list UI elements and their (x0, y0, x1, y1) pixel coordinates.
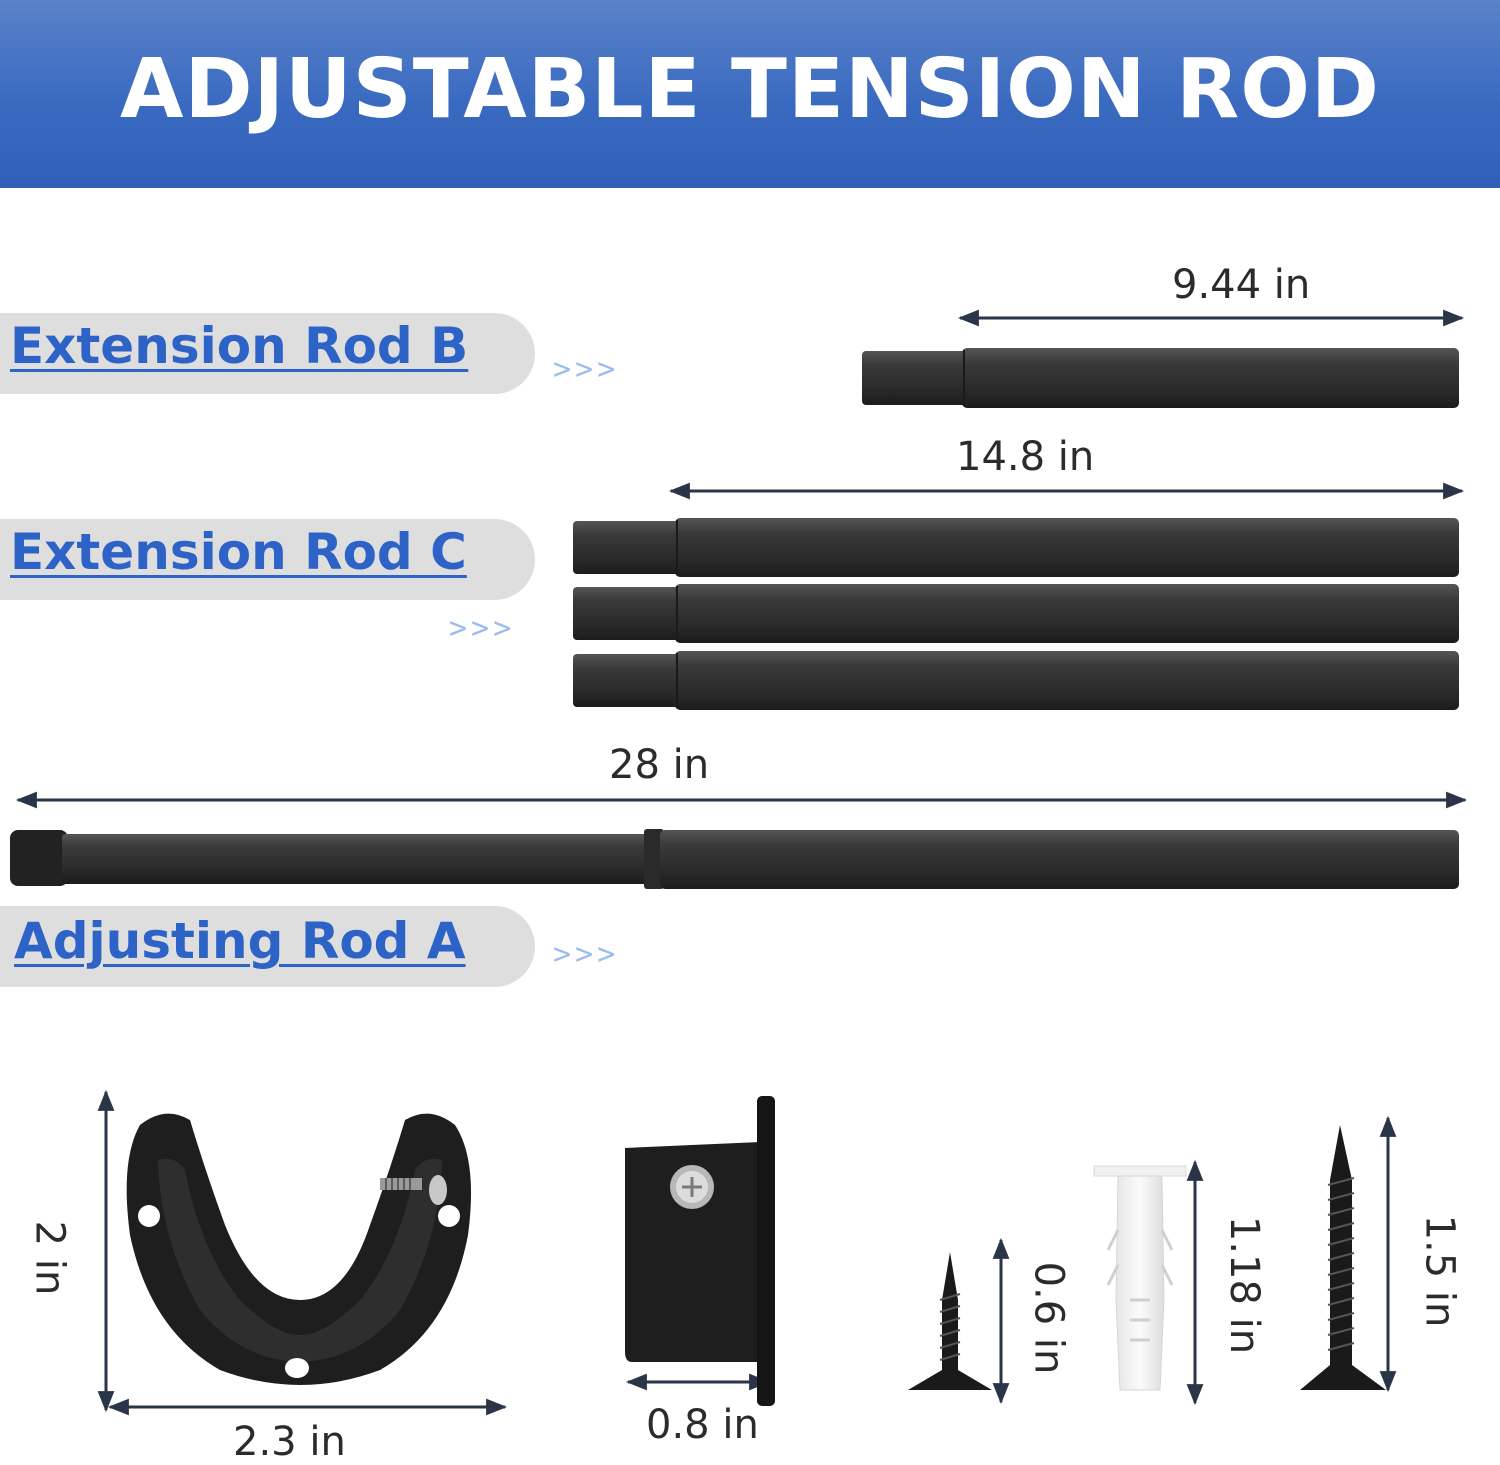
side-bracket (625, 1096, 775, 1406)
bracket-width-label: 2.3 in (233, 1419, 346, 1465)
large-screw-icon (1300, 1125, 1386, 1390)
page-title: ADJUSTABLE TENSION ROD (120, 42, 1380, 137)
side-bracket-depth-label: 0.8 in (646, 1402, 759, 1448)
title-banner: ADJUSTABLE TENSION ROD (0, 0, 1500, 188)
wall-anchor-icon (1093, 1165, 1187, 1391)
rod-a-label: Adjusting Rod A (14, 912, 466, 970)
small-screw-icon (908, 1252, 992, 1390)
label-pill-rod-c: Extension Rod C (0, 519, 535, 600)
rod-b-length-label: 9.44 in (1172, 262, 1311, 308)
chevron-arrows-icon: >>> (449, 611, 516, 646)
chevron-arrows-icon: >>> (553, 937, 620, 972)
u-bracket (126, 1113, 472, 1385)
rod-c-length-label: 14.8 in (956, 434, 1095, 480)
rod-a-length-label: 28 in (609, 742, 710, 788)
extension-rod-c (573, 518, 1459, 710)
rod-b-label: Extension Rod B (10, 317, 469, 375)
label-pill-rod-a: Adjusting Rod A (0, 906, 535, 987)
rod-c-label: Extension Rod C (10, 523, 467, 581)
extension-rod-b (862, 348, 1459, 408)
adjusting-rod-a (10, 829, 1459, 889)
chevron-arrows-icon: >>> (553, 352, 620, 387)
label-pill-rod-b: Extension Rod B (0, 313, 535, 394)
